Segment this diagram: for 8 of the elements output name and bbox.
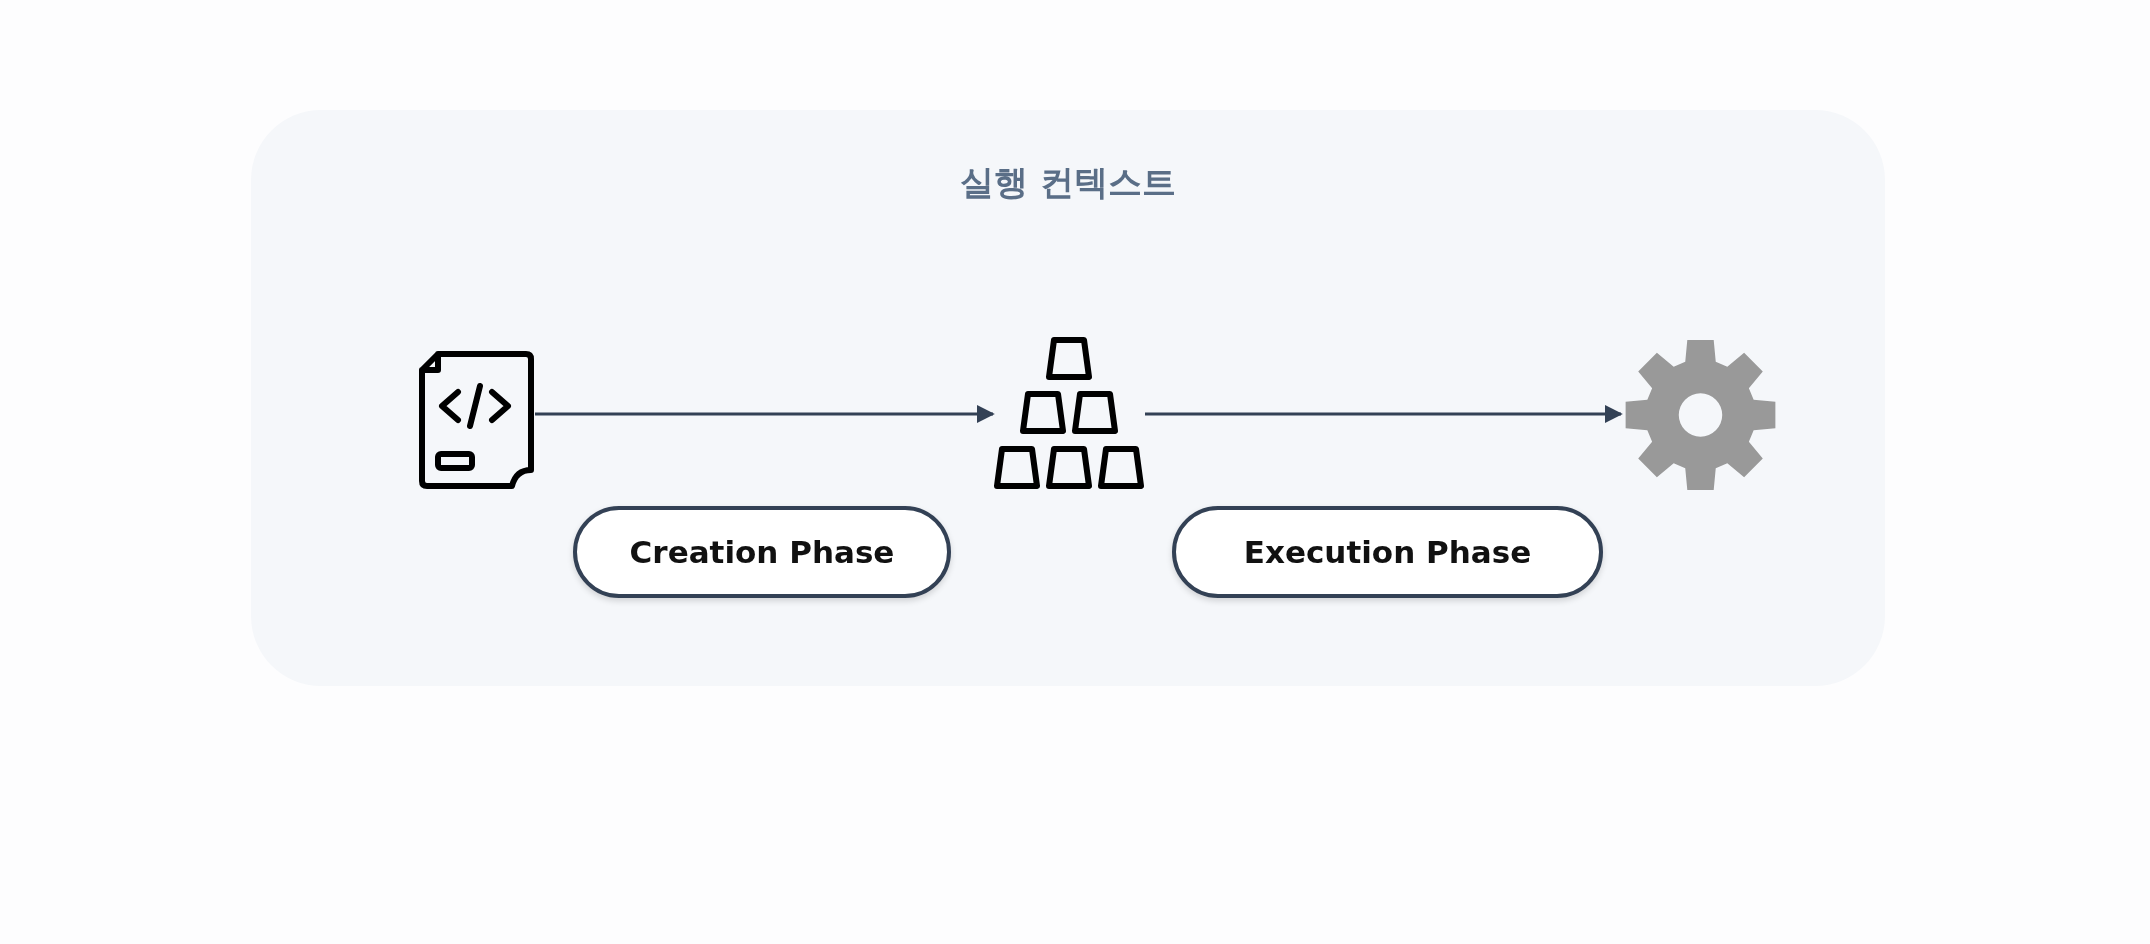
panel-title: 실행 컨텍스트 [959, 161, 1177, 204]
block-stack-icon [993, 336, 1145, 491]
context-panel [251, 110, 1885, 686]
phase-label: Creation Phase [573, 506, 951, 598]
arrow [535, 405, 995, 423]
arrow [1145, 405, 1623, 423]
phase-label: Execution Phase [1172, 506, 1603, 598]
code-file-icon [418, 350, 535, 490]
